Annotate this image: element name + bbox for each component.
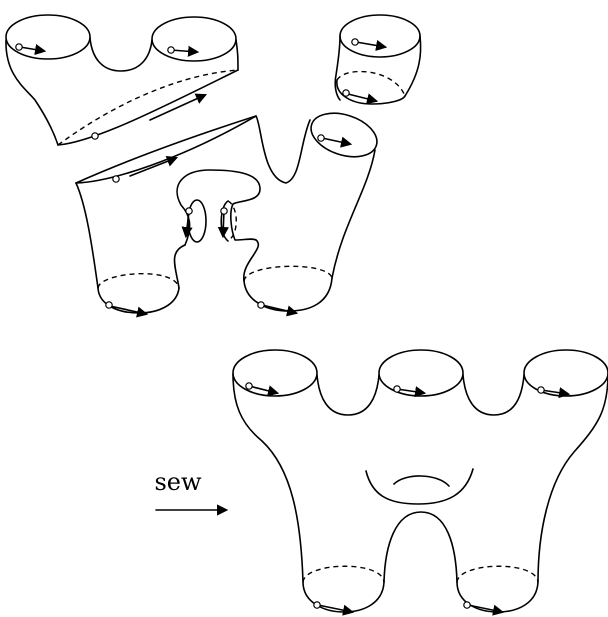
- crotch-left: [317, 375, 379, 415]
- top-rim-lower: [76, 116, 256, 183]
- outer-right-side: [332, 150, 375, 278]
- basepoint-marker: [16, 44, 22, 50]
- outer-left-side: [76, 183, 98, 288]
- left-bottom-cuff-back: [98, 274, 179, 288]
- basepoint-marker: [318, 135, 324, 141]
- crotch-right: [463, 375, 524, 415]
- bottom-cuff-left-back: [303, 566, 384, 582]
- top-cuff-left: [233, 350, 317, 396]
- right-bottom-arrow: [262, 305, 296, 313]
- basepoint-marker: [314, 602, 320, 608]
- bottom-cuff-right-back: [457, 566, 538, 582]
- top-left-pants-piece: [6, 15, 238, 145]
- top-cuff-arrow: [356, 42, 385, 47]
- seam-arrow: [150, 95, 205, 120]
- top-cuff-right: [524, 350, 608, 396]
- basepoint-marker: [394, 386, 400, 392]
- right-bottom-cuff-front: [244, 278, 332, 311]
- basepoint-marker: [538, 387, 544, 393]
- basepoint-marker: [113, 176, 119, 182]
- top-right-cylinder-piece: [335, 15, 420, 104]
- leg-crotch: [384, 512, 457, 582]
- basepoint-marker: [186, 208, 192, 214]
- handle-lower: [366, 469, 473, 504]
- basepoint-marker: [258, 302, 264, 308]
- bottom-seam-front: [58, 70, 238, 145]
- outer-right-side: [538, 374, 608, 582]
- basepoint-marker: [92, 133, 98, 139]
- cylinder-right-side: [405, 36, 421, 96]
- basepoint-marker: [221, 208, 227, 214]
- basepoint-marker: [352, 39, 358, 45]
- sew-label: sew: [148, 470, 208, 494]
- bottom-seam-back: [58, 70, 238, 145]
- inner-crotch-right: [244, 240, 259, 281]
- cuff-arrow-right: [171, 50, 197, 52]
- cuff-arrow-middle: [397, 389, 424, 393]
- left-bottom-cuff-front: [98, 288, 179, 313]
- basepoint-marker: [106, 302, 112, 308]
- right-bottom-cuff-back: [244, 266, 332, 281]
- basepoint-marker: [343, 90, 349, 96]
- handle-upper: [394, 476, 449, 486]
- outer-left-side: [233, 374, 303, 582]
- right-top-cuff: [305, 105, 382, 164]
- right-cuff-arrow: [322, 138, 350, 144]
- crotch-curve: [90, 38, 152, 71]
- basepoint-marker: [246, 383, 252, 389]
- basepoint-marker: [168, 47, 174, 53]
- right-cuff: [152, 17, 236, 61]
- basepoint-marker: [464, 602, 470, 608]
- middle-surface-piece: [76, 105, 383, 314]
- left-cuff: [6, 15, 90, 59]
- top-cuff-middle: [379, 350, 463, 396]
- outer-right-side: [236, 40, 238, 70]
- top-cuff: [340, 15, 420, 57]
- top-rim-arrow: [130, 158, 176, 176]
- cuff-arrow-left: [20, 47, 44, 51]
- sewn-result-surface: [233, 350, 608, 612]
- hole-boundary-left: [188, 200, 206, 242]
- outer-left-side: [6, 40, 58, 145]
